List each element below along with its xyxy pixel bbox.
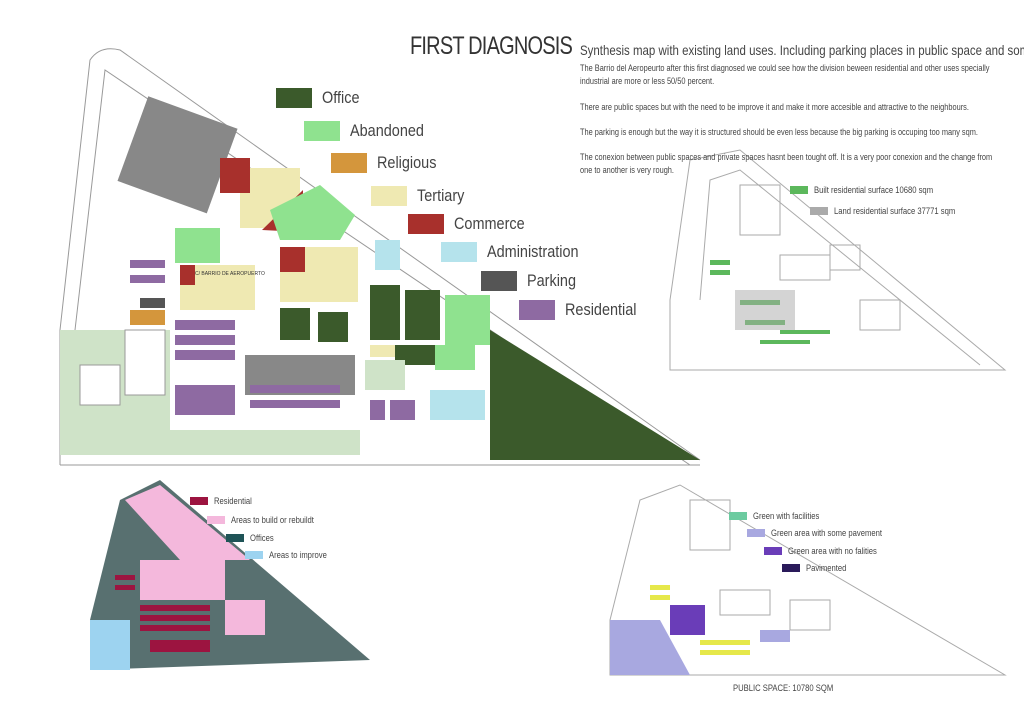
legend-offices: Offices xyxy=(226,533,278,543)
legend-abandoned: Abandoned xyxy=(304,121,437,141)
legend-tertiary: Tertiary xyxy=(371,186,473,206)
paragraph: The conexion between public spaces and p… xyxy=(580,152,993,175)
office-park xyxy=(490,330,700,460)
legend-green-some-pavement: Green area with some pavement xyxy=(747,528,902,538)
swatch xyxy=(519,300,555,320)
legend-areas-to-build: Areas to build or rebuildt xyxy=(207,515,329,525)
page-title: FIRST DIAGNOSIS xyxy=(410,32,573,60)
swatch xyxy=(190,497,208,505)
swatch xyxy=(304,121,340,141)
legend-built-residential: Built residential surface 10680 sqm xyxy=(790,185,954,195)
swatch xyxy=(441,242,477,262)
legend-office: Office xyxy=(276,88,366,108)
legend-parking: Parking xyxy=(481,271,585,291)
swatch xyxy=(764,547,782,555)
paragraph: The Barrio del Aeropeurto after this fir… xyxy=(580,63,990,86)
legend-land-residential: Land residential surface 37771 sqm xyxy=(810,206,977,216)
legend-green-no-facilities: Green area with no falities xyxy=(764,546,893,556)
swatch xyxy=(331,153,367,173)
swatch xyxy=(790,186,808,194)
swatch xyxy=(782,564,800,572)
legend-residential: Residential xyxy=(519,300,649,320)
swatch xyxy=(245,551,263,559)
swatch xyxy=(810,207,828,215)
swatch xyxy=(408,214,444,234)
legend-residential-build: Residential xyxy=(190,496,259,506)
legend-green-facilities: Green with facilities xyxy=(729,511,831,521)
legend-areas-to-improve: Areas to improve xyxy=(245,550,337,560)
public-space-caption: PUBLIC SPACE: 10780 SQM xyxy=(733,683,834,693)
swatch xyxy=(747,529,765,537)
swatch xyxy=(729,512,747,520)
swatch xyxy=(276,88,312,108)
parking-lot xyxy=(117,96,238,214)
swatch xyxy=(226,534,244,542)
legend-pavimented: Pavimented xyxy=(782,563,854,573)
legend-religious: Religious xyxy=(331,153,447,173)
legend-commerce: Commerce xyxy=(408,214,537,234)
paragraph: The parking is enough but the way it is … xyxy=(580,127,978,137)
street-label: C/ BARRIO DE AEROPUERTO xyxy=(195,271,265,277)
swatch xyxy=(371,186,407,206)
subtitle: Synthesis map with existing land uses. I… xyxy=(580,42,1024,58)
swatch xyxy=(481,271,517,291)
legend-administration: Administration xyxy=(441,242,595,262)
paragraph: There are public spaces but with the nee… xyxy=(580,102,969,112)
swatch xyxy=(207,516,225,524)
